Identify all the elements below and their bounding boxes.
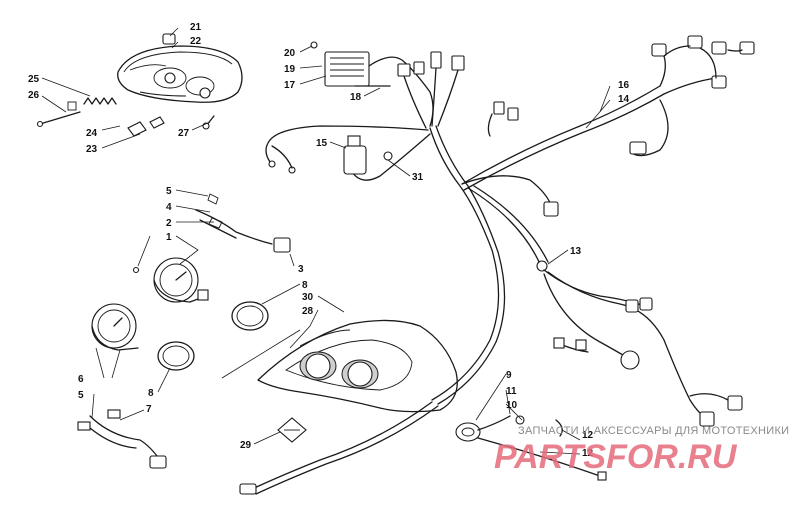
callout-8-lower: 8 bbox=[148, 388, 154, 399]
harness-clamp bbox=[536, 260, 548, 272]
watermark-logo: PARTSFOR.RU bbox=[494, 438, 738, 476]
callout-14: 14 bbox=[618, 94, 630, 105]
callout-7: 7 bbox=[146, 404, 152, 415]
callout-25: 25 bbox=[28, 74, 40, 85]
dash-panel bbox=[257, 319, 458, 413]
callout-12-upper: 12 bbox=[582, 430, 594, 441]
callout-23: 23 bbox=[86, 144, 98, 155]
headlight-assembly bbox=[36, 33, 243, 137]
harness-end-plug bbox=[239, 483, 257, 495]
callout-3: 3 bbox=[298, 264, 304, 275]
callout-27: 27 bbox=[178, 128, 190, 139]
callout-5-upper: 5 bbox=[166, 186, 172, 197]
callout-20: 20 bbox=[284, 48, 296, 59]
regulator-washer bbox=[310, 41, 318, 49]
callout-29: 29 bbox=[240, 440, 252, 451]
voltage-regulator bbox=[310, 41, 434, 127]
tachometer-gauge bbox=[132, 193, 291, 303]
callout-13: 13 bbox=[570, 246, 582, 257]
callout-9: 9 bbox=[506, 370, 512, 381]
callout-10: 10 bbox=[506, 400, 518, 411]
callout-5-lower: 5 bbox=[78, 390, 84, 401]
callout-17: 17 bbox=[284, 80, 296, 91]
speedometer-gauge bbox=[77, 303, 167, 469]
relay-module bbox=[343, 145, 367, 175]
callout-31: 31 bbox=[412, 172, 424, 183]
callout-1: 1 bbox=[166, 232, 172, 243]
watermark-caption: ЗАПЧАСТИ И АКСЕССУАРЫ ДЛЯ МОТОТЕХНИКИ bbox=[518, 425, 789, 437]
callout-12-lower: 12 bbox=[582, 448, 594, 459]
callout-24: 24 bbox=[86, 128, 98, 139]
callout-18: 18 bbox=[350, 92, 362, 103]
callout-15: 15 bbox=[316, 138, 328, 149]
callout-4: 4 bbox=[166, 202, 172, 213]
callout-16: 16 bbox=[618, 80, 630, 91]
speedometer-cable bbox=[455, 415, 607, 481]
gauge-bezel-upper bbox=[231, 301, 269, 331]
callout-19: 19 bbox=[284, 64, 296, 75]
watermark: ЗАПЧАСТИ И АКСЕССУАРЫ ДЛЯ МОТОТЕХНИКИ PA… bbox=[494, 425, 789, 476]
adjuster-spring bbox=[83, 97, 117, 105]
round-connector bbox=[620, 350, 640, 370]
callout-6: 6 bbox=[78, 374, 84, 385]
callout-21: 21 bbox=[190, 22, 202, 33]
callout-30: 30 bbox=[302, 292, 314, 303]
headlight-plug bbox=[127, 121, 147, 137]
callout-28: 28 bbox=[302, 306, 314, 317]
callout-22: 22 bbox=[190, 36, 202, 47]
callout-2: 2 bbox=[166, 218, 172, 229]
leader-lines bbox=[41, 27, 611, 455]
callout-labels: 21 22 25 26 24 23 27 20 19 17 18 16 14 1… bbox=[28, 22, 630, 459]
callout-8-upper: 8 bbox=[302, 280, 308, 291]
bulb-socket bbox=[162, 33, 176, 45]
gauge-bezel-lower bbox=[157, 341, 195, 371]
callout-11: 11 bbox=[506, 386, 517, 397]
callout-26: 26 bbox=[28, 90, 40, 101]
main-wiring-harness bbox=[239, 35, 755, 495]
